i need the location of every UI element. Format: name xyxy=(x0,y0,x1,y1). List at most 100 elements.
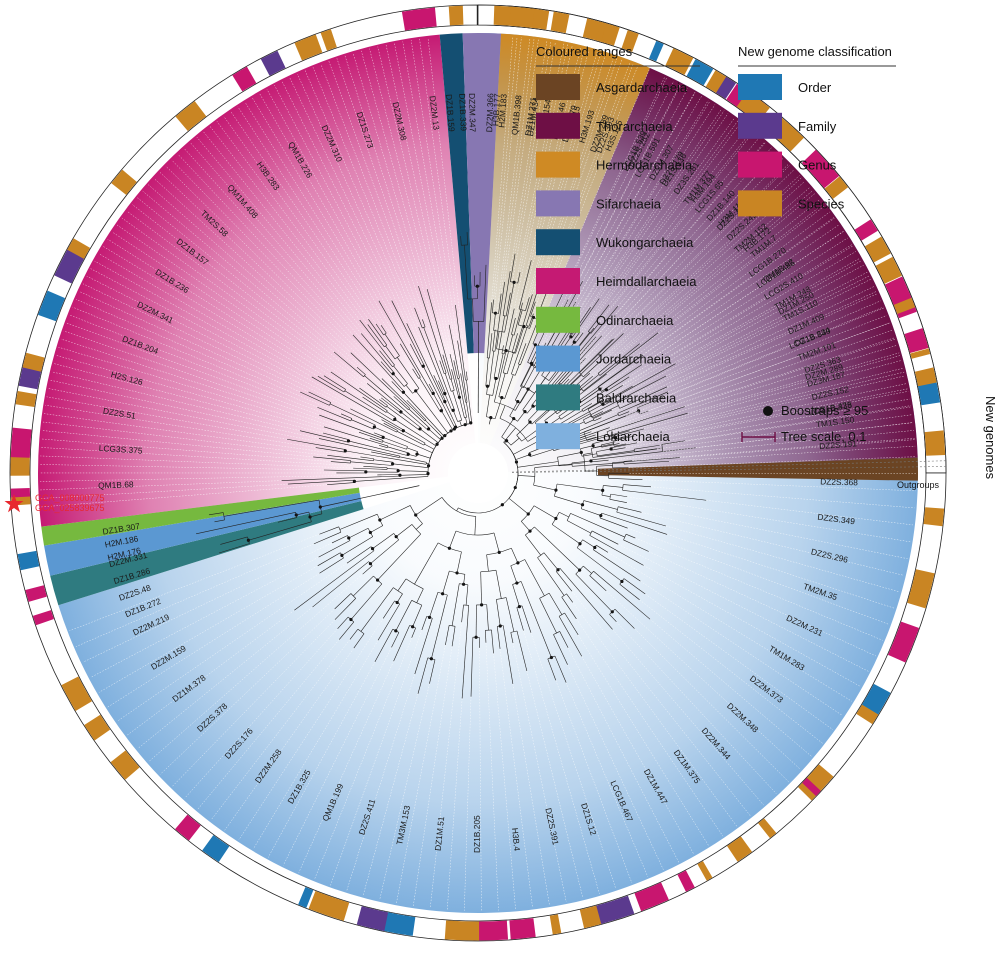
branch xyxy=(287,479,355,485)
branch xyxy=(350,461,393,466)
branch xyxy=(561,403,604,427)
branch xyxy=(415,390,449,434)
branch xyxy=(514,386,523,401)
branch xyxy=(463,574,466,585)
ring-mark xyxy=(824,176,849,199)
ring-mark xyxy=(532,8,550,30)
bootstrap-node xyxy=(391,462,395,466)
branch xyxy=(571,460,591,464)
legend-swatch xyxy=(536,268,580,294)
legend-swatch xyxy=(738,190,782,217)
branch xyxy=(381,378,426,422)
branch xyxy=(460,373,466,403)
bootstrap-node xyxy=(613,436,618,440)
leaf-leader xyxy=(607,552,852,702)
leaf-leader xyxy=(494,38,531,330)
leaf-leader xyxy=(535,57,618,302)
branch xyxy=(561,597,577,620)
branch xyxy=(583,452,593,455)
leaf-leader xyxy=(657,203,824,333)
branch xyxy=(474,516,477,535)
branch xyxy=(373,432,384,437)
ring-mark xyxy=(856,704,879,725)
branch xyxy=(461,605,469,699)
leaf-leader xyxy=(493,36,518,300)
branch xyxy=(452,390,463,421)
bootstrap-node xyxy=(395,600,399,605)
branch xyxy=(391,300,425,366)
leaf-leader xyxy=(578,104,716,318)
bootstrap-node xyxy=(368,530,372,535)
branch xyxy=(590,375,667,416)
branch xyxy=(391,632,400,648)
branch xyxy=(518,260,532,310)
branch xyxy=(491,629,494,654)
leaf-leader xyxy=(112,231,363,398)
branch-arc xyxy=(612,440,615,447)
leaf-leader xyxy=(625,398,910,448)
bootstrap-node xyxy=(512,280,516,284)
branch xyxy=(368,319,388,346)
leaf-leader xyxy=(565,682,649,877)
branch xyxy=(348,440,408,456)
leaf-leader xyxy=(362,693,419,896)
legend-class-label: Species xyxy=(798,196,845,211)
branch-arc xyxy=(616,402,620,409)
branch xyxy=(551,524,581,545)
leaf-leader xyxy=(512,643,567,903)
branch xyxy=(300,391,330,406)
ring-mark xyxy=(84,714,111,741)
leaf-leader xyxy=(396,645,446,904)
branch xyxy=(403,392,445,437)
leaf-leader xyxy=(591,322,890,432)
leaf-leader xyxy=(148,573,363,762)
ring-mark xyxy=(22,352,45,372)
branch xyxy=(358,431,384,441)
legend-swatch xyxy=(536,345,580,372)
leaf-leader xyxy=(216,121,368,325)
branch xyxy=(412,368,419,379)
leaf-leader xyxy=(630,367,904,436)
branch xyxy=(218,543,250,554)
ring-mark xyxy=(175,814,201,841)
ring-mark xyxy=(308,891,350,921)
legend-class-label: Order xyxy=(798,80,832,95)
branch xyxy=(399,456,427,463)
new-genomes-ring-label: New genomes xyxy=(983,396,998,480)
branch xyxy=(451,369,459,398)
branch xyxy=(350,408,397,433)
ring-mark xyxy=(779,127,804,152)
leaf-leader xyxy=(568,84,681,300)
branch xyxy=(539,598,557,634)
branch xyxy=(608,430,630,437)
branch-arc xyxy=(434,424,466,448)
branch xyxy=(341,536,373,556)
branch xyxy=(397,357,420,389)
branch xyxy=(450,378,455,391)
leaf-leader xyxy=(75,543,314,647)
branch xyxy=(582,398,605,412)
branch xyxy=(459,420,462,426)
branch xyxy=(619,583,640,601)
branch xyxy=(444,373,452,392)
ring-mark xyxy=(904,328,929,353)
branch xyxy=(318,540,351,558)
leaf-label: H2M.183 xyxy=(496,93,508,128)
branch xyxy=(465,584,469,606)
branch xyxy=(503,308,515,355)
branch xyxy=(492,329,496,352)
leaf-leader xyxy=(197,639,340,810)
leaf-leader xyxy=(684,338,896,407)
leaf-leader xyxy=(60,338,370,439)
clade-sector xyxy=(439,33,474,354)
branch xyxy=(543,552,559,570)
bootstrap-node xyxy=(414,513,418,517)
branch xyxy=(338,621,355,640)
leaf-leader xyxy=(244,102,413,369)
branch xyxy=(496,331,500,349)
branch xyxy=(359,387,387,408)
bootstrap-node xyxy=(447,546,452,550)
branch xyxy=(486,554,489,572)
legend-range-label: Odinarchaeia xyxy=(596,313,674,328)
branch xyxy=(396,431,425,446)
